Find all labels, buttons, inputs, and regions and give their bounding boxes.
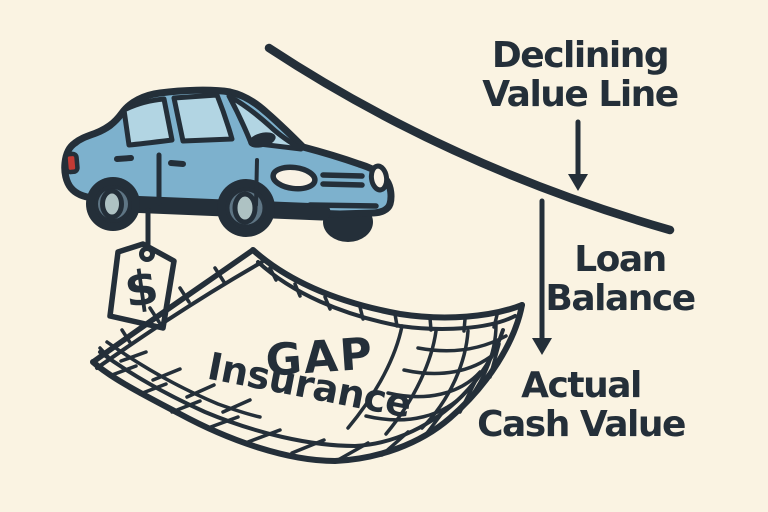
loan-balance-label-line2: Balance xyxy=(545,278,696,319)
price-tag: $ xyxy=(107,207,177,331)
declining-value-curve xyxy=(264,43,675,235)
dollar-sign: $ xyxy=(121,259,162,319)
net-top-ties xyxy=(268,266,499,333)
car-illustration xyxy=(61,86,395,242)
declining-value-line-label: Declining Value Line xyxy=(430,36,730,114)
actual-cash-value-label-line2: Cash Value xyxy=(477,404,686,445)
car-taillight xyxy=(63,151,80,175)
declining-value-line-label-line2: Value Line xyxy=(482,74,679,115)
car-side-mirror xyxy=(248,132,276,148)
loan-balance-label: Loan Balance xyxy=(500,240,740,318)
net-label-gap: GAP xyxy=(264,328,376,386)
car-windshield xyxy=(226,93,304,152)
actual-cash-value-label: Actual Cash Value xyxy=(431,366,731,444)
safety-net: GAP Insurance xyxy=(90,247,525,464)
car-front-wheel xyxy=(217,179,275,237)
car-rear-window xyxy=(121,96,175,148)
declining-value-line-label-line1: Declining xyxy=(491,35,670,76)
car-rear-wheel xyxy=(86,177,140,231)
car-nose-light xyxy=(368,163,390,193)
loan-balance-arrow xyxy=(532,198,552,355)
tag-hole xyxy=(139,246,155,262)
declining-line-arrow xyxy=(568,119,588,191)
car-door-lines xyxy=(114,152,259,207)
car-headlight xyxy=(270,164,318,192)
net-bottom-ties xyxy=(110,342,501,462)
net-bottom-ties-2 xyxy=(119,350,252,414)
actual-cash-value-label-line1: Actual xyxy=(521,365,642,406)
loan-balance-label-line1: Loan xyxy=(574,239,667,280)
net-right-grid xyxy=(346,323,508,436)
car-grille xyxy=(307,172,379,209)
tag-shape xyxy=(107,241,177,331)
car-front-window xyxy=(171,92,235,144)
